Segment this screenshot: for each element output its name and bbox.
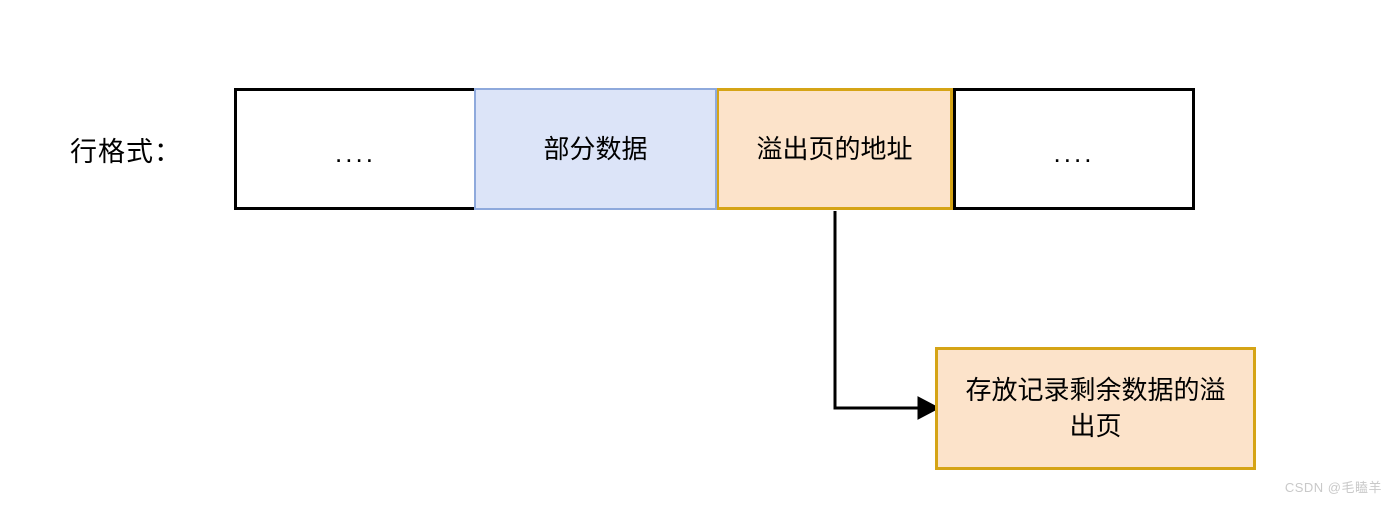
- row-format-strip: .... 部分数据 溢出页的地址 ....: [234, 88, 1195, 210]
- row-cell-overflow-page-address: 溢出页的地址: [717, 88, 953, 210]
- overflow-page-box: 存放记录剩余数据的溢出页: [935, 347, 1256, 470]
- row-cell-leading-ellipsis: ....: [234, 88, 474, 210]
- connector-elbow-line: [833, 211, 922, 410]
- row-cell-trailing-ellipsis: ....: [953, 88, 1195, 210]
- row-cell-overflow-page-address-label: 溢出页的地址: [756, 133, 913, 164]
- ellipsis-dots: ....: [335, 137, 376, 168]
- overflow-page-box-label: 存放记录剩余数据的溢出页: [965, 375, 1226, 441]
- watermark: CSDN @毛瞌羊: [1284, 480, 1382, 495]
- row-cell-partial-data-label: 部分数据: [543, 133, 648, 164]
- ellipsis-dots: ....: [1053, 137, 1095, 168]
- row-cell-partial-data: 部分数据: [474, 88, 717, 210]
- row-format-label: 行格式：: [70, 137, 182, 167]
